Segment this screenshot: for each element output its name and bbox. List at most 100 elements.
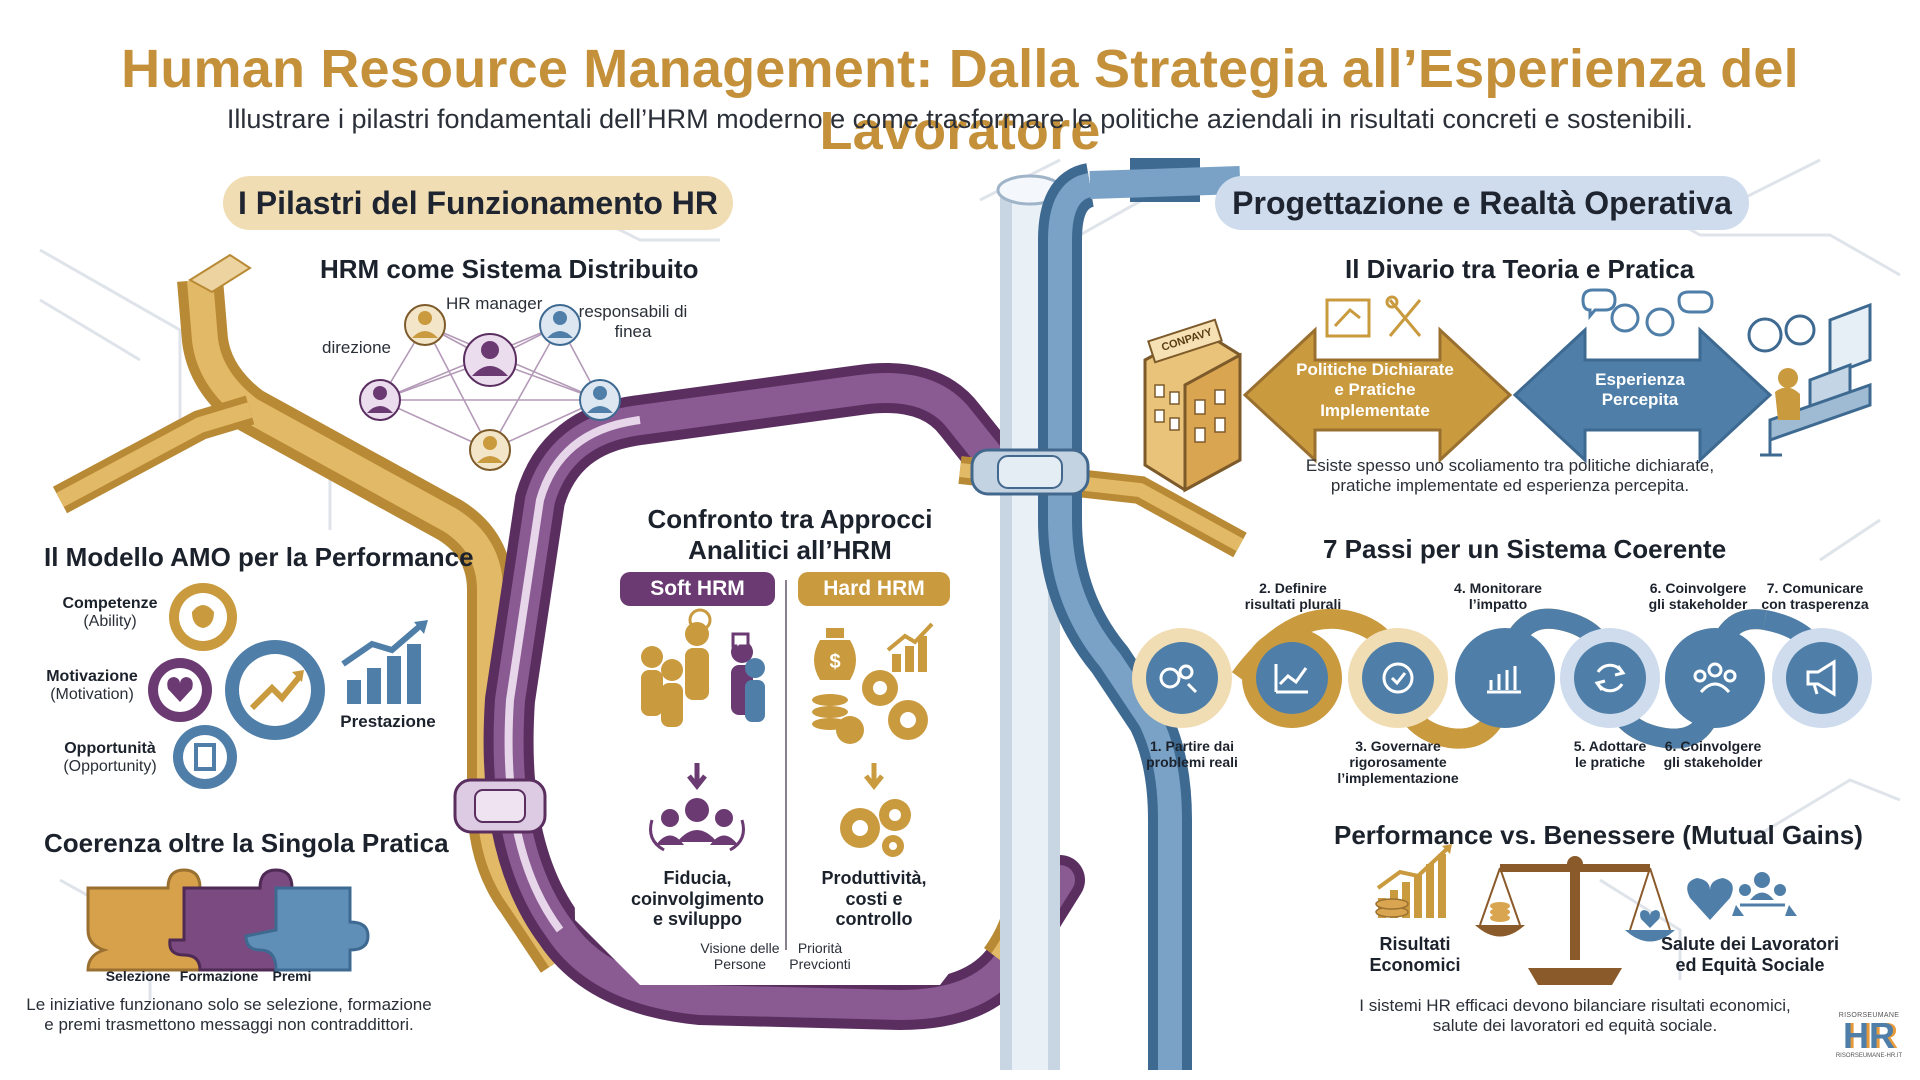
step-circle-7 (1786, 642, 1858, 714)
coherence-note: Le iniziative funzionano solo se selezio… (24, 995, 434, 1036)
hard-hrm-gears-icon (840, 799, 911, 857)
soft-hrm-group-icon (641, 608, 765, 727)
wellbeing-icon (1687, 872, 1797, 920)
comparison-title-line1: Confronto tra Approcci (647, 504, 933, 534)
gap-note-line2: pratiche implementate ed esperienza perc… (1330, 476, 1690, 496)
step-bottom-label-2-line2: rigorosamente (1349, 754, 1447, 771)
puzzle-label-rewards: Premi (272, 968, 312, 984)
bar-chart-icon (1487, 666, 1521, 694)
step-bottom-label-4-line2: gli stakeholder (1663, 754, 1763, 771)
amo-ability-label: Competenze (62, 595, 158, 612)
experience-arrow-label: Esperienza Percepita (1580, 370, 1700, 411)
hard-hrm-money-icon: $ (812, 622, 934, 744)
wellbeing-line1: Salute dei Lavoratori (1660, 934, 1840, 954)
hard-hrm-tag: Hard HRM (798, 572, 950, 606)
megaphone-icon-shape (1806, 659, 1836, 697)
bar-chart-icon-shape (1487, 666, 1521, 694)
step-bottom-label-2-line3: l’implementazione (1337, 770, 1459, 787)
gears-search-icon (1159, 664, 1198, 694)
node-management: direzione (322, 338, 391, 357)
step-bottom-label-2-line1: 3. Governare (1355, 738, 1441, 754)
wellbeing-line2: ed Equità Sociale (1675, 954, 1825, 975)
hard-result-line3: controllo (835, 909, 913, 930)
economic-line2: Economici (1369, 954, 1461, 975)
step-circle-5 (1574, 642, 1646, 714)
blueprint-tools-icon (1325, 295, 1422, 338)
amo-motivation-label: Motivazione (46, 668, 138, 685)
policy-line1: Politiche Dichiarate (1296, 360, 1454, 379)
policy-line2: e Pratiche (1334, 380, 1416, 400)
people-group-icon (1693, 662, 1737, 694)
hard-hrm-arrow-icon (864, 763, 884, 791)
gap-title: Il Divario tra Teoria e Pratica (1345, 254, 1695, 284)
mutual-gains-note: I sistemi HR efficaci devono bilanciare … (1345, 996, 1805, 1037)
balance-scale-icon (1475, 856, 1675, 985)
node-line-managers: responsabili di finea (578, 302, 688, 342)
hard-note-line1: Priorità (797, 940, 843, 956)
experience-arrow-icon (1512, 326, 1773, 464)
step-bottom-label-3-line1: 5. Adottare (1573, 738, 1647, 754)
amo-model-title: Il Modello AMO per la Performance (44, 542, 474, 572)
blue-road (996, 158, 1241, 1070)
experience-line1: Esperienza (1595, 370, 1685, 389)
cycle-icon (1594, 663, 1626, 693)
coherence-note-line1: Le iniziative funzionano solo se selezio… (26, 995, 432, 1014)
pillars-section-pill: I Pilastri del Funzionamento HR (223, 176, 733, 230)
gap-note-line1: Esiste spesso uno scoliamento tra politi… (1305, 456, 1715, 475)
soft-result-line1: Fiducia, (663, 868, 732, 888)
feedback-bubbles-icon (1581, 288, 1714, 337)
megaphone-icon (1806, 659, 1836, 697)
page-subtitle: Illustrare i pilastri fondamentali dell’… (226, 104, 1694, 134)
economic-line1: Risultati (1379, 934, 1451, 954)
logo-top-text: RISORSEUMANE (1838, 1012, 1900, 1019)
hard-hrm-result: Produttività, costi e controllo (798, 868, 950, 930)
puzzle-pieces (86, 868, 370, 972)
design-reality-section-pill: Progettazione e Realtà Operativa (1215, 176, 1749, 230)
policy-line3: Implementate (1320, 400, 1430, 420)
chart-line-icon (1274, 664, 1308, 694)
amo-opportunity-sub: (Opportunity) (63, 758, 157, 776)
cycle-icon-shape (1594, 663, 1626, 693)
node-hr-manager: HR manager (446, 294, 543, 313)
step-bottom-label-3-line2: le pratiche (1574, 754, 1646, 771)
soft-note-line2: Persone (713, 956, 767, 973)
network-people (359, 304, 621, 471)
amo-ability: Competenze (Ability) (50, 595, 170, 632)
soft-hrm-note: Visione delle Persone (690, 940, 790, 972)
mutual-note-line1: I sistemi HR efficaci devono bilanciare … (1359, 996, 1791, 1015)
mutual-gains-title: Performance vs. Benessere (Mutual Gains) (1334, 820, 1863, 850)
clamp-rings (453, 448, 1090, 834)
step-bottom-label-1-line2: problemi reali (1146, 754, 1238, 771)
hard-result-line1: Produttività, (821, 868, 927, 888)
policy-arrow-icon (1242, 326, 1513, 464)
economic-results-icon (1375, 844, 1452, 918)
soft-hrm-arrow-icon (687, 763, 707, 791)
amo-opportunity-label: Opportunità (64, 740, 156, 757)
coherence-note-line2: e premi trasmettono messaggi non contrad… (44, 1015, 414, 1035)
soft-hrm-result: Fiducia, coinvolgimento e sviluppo (620, 868, 775, 930)
step-top-label-2-line2: l’impatto (1468, 596, 1528, 613)
puzzle-label-selection: Selezione (105, 968, 171, 984)
step-top-label-4-line1: 7. Comunicare (1766, 580, 1864, 596)
gear-check-icon-shape (1382, 662, 1414, 694)
step-top-label-1-line1: 2. Definire (1259, 580, 1327, 596)
amo-motivation-sub: (Motivation) (50, 686, 134, 704)
soft-hrm-tag: Soft HRM (620, 572, 775, 606)
hard-result-line2: costi e (845, 888, 903, 909)
steps-circles (1132, 628, 1872, 728)
step-circle-4 (1469, 642, 1541, 714)
gears-search-icon-shape (1159, 664, 1198, 694)
step-top-label-1-line2: risultati plurali (1244, 596, 1342, 613)
economic-results-label: Risultati Economici (1355, 934, 1475, 975)
logo-bottom-text: RISORSEUMANE-HR.IT (1835, 1053, 1903, 1059)
amo-ability-sub: (Ability) (83, 613, 137, 631)
purple-road (483, 363, 1085, 1031)
steps-title: 7 Passi per un Sistema Coerente (1323, 534, 1727, 564)
